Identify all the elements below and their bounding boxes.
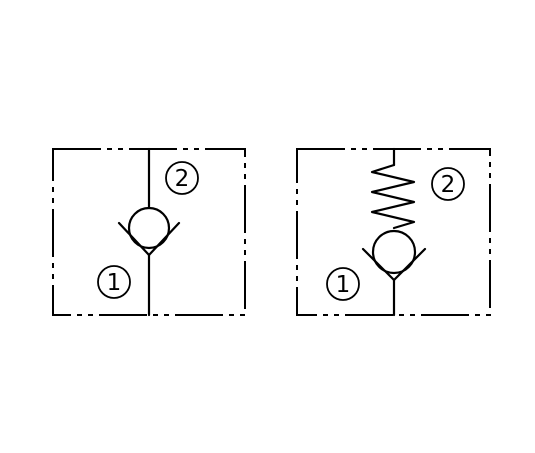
spring-check-valve-ball <box>371 229 417 275</box>
port-1-label: 1 <box>336 272 351 298</box>
spring-check-valve-symbol: 2 1 <box>296 147 491 317</box>
port-2-marker: 2 <box>431 167 465 201</box>
port-1-label: 1 <box>107 270 122 296</box>
port-1-circle <box>97 265 131 299</box>
port-1-circle <box>326 267 360 301</box>
port-2-label: 2 <box>175 166 190 192</box>
port-2-circle <box>431 167 465 201</box>
port-1-marker: 1 <box>326 267 360 301</box>
check-valve-ball <box>127 206 171 250</box>
spring-icon <box>370 163 416 230</box>
check-valve-symbol: 2 1 <box>52 147 246 317</box>
port-2-label: 2 <box>441 172 456 198</box>
port-1-marker: 1 <box>97 265 131 299</box>
port-2-marker: 2 <box>165 161 199 195</box>
port-2-circle <box>165 161 199 195</box>
